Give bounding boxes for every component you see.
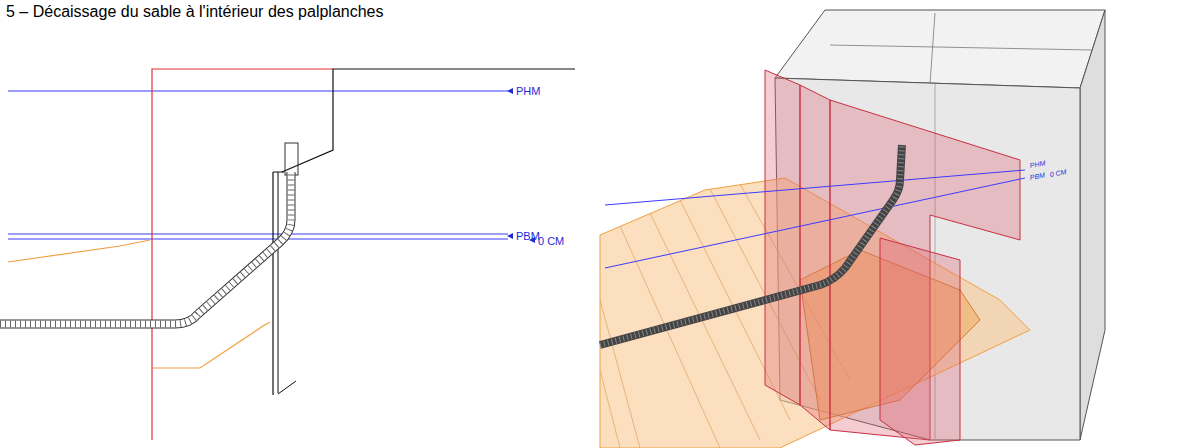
sheet-piles — [765, 70, 1020, 445]
page-title: 5 – Décaissage du sable à l'intérieur de… — [6, 3, 384, 21]
quay-side-face — [1080, 10, 1105, 440]
seabed-line — [8, 240, 150, 262]
water-level-line — [605, 178, 1025, 268]
excavation-line — [153, 322, 270, 368]
water-level-line — [8, 239, 508, 240]
quay-wall — [272, 172, 273, 395]
cable-duct — [0, 172, 291, 324]
sheet-pile-line — [152, 69, 333, 440]
perspective-view — [600, 10, 1105, 448]
quay-wall — [273, 172, 284, 173]
quay-edge — [830, 45, 1092, 50]
quay-wall — [278, 172, 279, 393]
water-level-line — [8, 234, 508, 235]
cable-duct — [600, 145, 902, 345]
quay-top-face — [775, 10, 1105, 88]
water-level-line — [605, 170, 1025, 205]
duct-top — [285, 143, 298, 175]
water-level-line — [8, 91, 508, 92]
cable-duct — [600, 145, 902, 345]
level-label: PBM — [516, 230, 540, 242]
cable-duct — [0, 172, 291, 324]
level-arrow — [507, 233, 513, 239]
level-label: PHM — [516, 85, 540, 97]
section-view — [0, 69, 575, 440]
level-label: 0 CM — [538, 235, 564, 247]
quay-edge — [930, 13, 935, 84]
quay-wall — [278, 381, 296, 394]
quay-wall — [282, 69, 575, 172]
cable-duct — [0, 172, 291, 324]
level-arrow — [507, 88, 513, 94]
